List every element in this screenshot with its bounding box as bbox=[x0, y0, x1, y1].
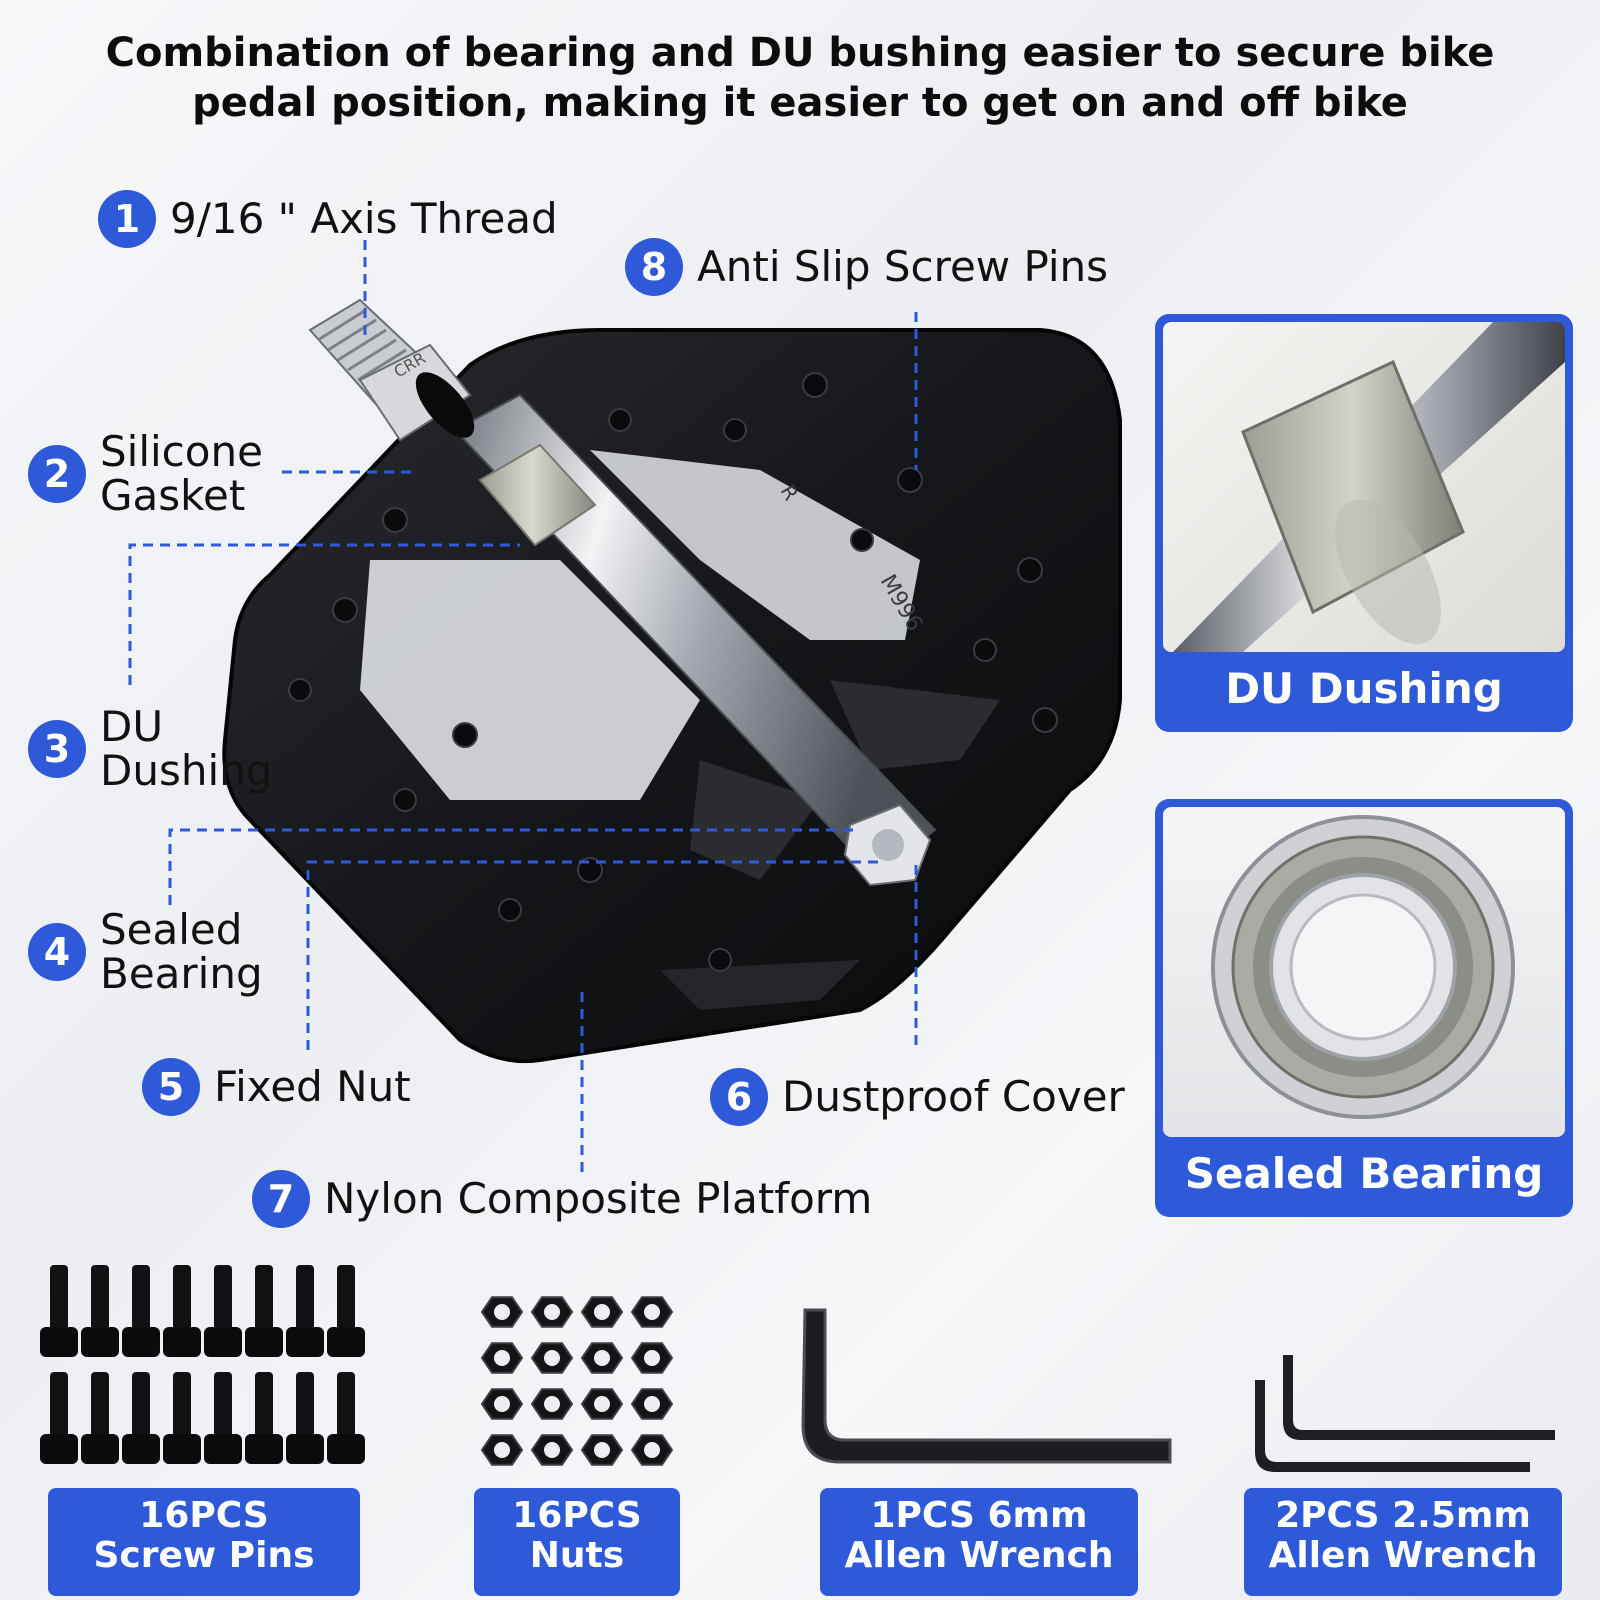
hex-nut bbox=[480, 1388, 524, 1420]
hex-nut bbox=[480, 1296, 524, 1328]
hex-nut bbox=[630, 1296, 674, 1328]
callout-4-label-line-2: Bearing bbox=[100, 949, 263, 998]
sealed-bearing-caption: Sealed Bearing bbox=[1184, 1149, 1544, 1198]
hex-nut bbox=[480, 1434, 524, 1466]
kit-2-5mm-wrench-count: 2PCS 2.5mm bbox=[1275, 1495, 1531, 1536]
kit-nuts-count: 16PCS bbox=[512, 1495, 642, 1536]
screw-pin bbox=[81, 1265, 119, 1357]
callout-6: 6 Dustproof Cover bbox=[710, 1068, 1125, 1126]
hex-nut bbox=[630, 1434, 674, 1466]
hex-nut bbox=[580, 1388, 624, 1420]
screw-pin bbox=[286, 1372, 324, 1464]
screw-pin bbox=[163, 1372, 201, 1464]
sealed-bearing-panel: Sealed Bearing bbox=[1155, 799, 1573, 1217]
sealed-bearing-image bbox=[1163, 807, 1565, 1137]
kit-6mm-wrench-name: Allen Wrench bbox=[844, 1535, 1114, 1576]
allen-wrench-6mm-icon bbox=[801, 1308, 1172, 1464]
screw-pin bbox=[204, 1265, 242, 1357]
kit-label-2-5mm-wrench: 2PCS 2.5mm Allen Wrench bbox=[1244, 1488, 1562, 1596]
callout-4: 4 Sealed Bearing bbox=[28, 908, 263, 996]
screw-pin bbox=[122, 1265, 160, 1357]
screw-pin bbox=[245, 1372, 283, 1464]
badge-6: 6 bbox=[710, 1068, 768, 1126]
hex-nut bbox=[580, 1342, 624, 1374]
screw-pin bbox=[122, 1372, 160, 1464]
hex-nut bbox=[580, 1434, 624, 1466]
callout-3: 3 DU Dushing bbox=[28, 705, 272, 793]
allen-wrench-2-5mm-icon bbox=[1255, 1355, 1555, 1472]
hex-nut bbox=[580, 1296, 624, 1328]
callout-3-label-line-2: Dushing bbox=[100, 746, 273, 795]
kit-2-5mm-wrench-name: Allen Wrench bbox=[1268, 1535, 1538, 1576]
du-bushing-image bbox=[1163, 322, 1565, 652]
badge-2: 2 bbox=[28, 445, 86, 503]
du-bushing-closeup bbox=[1173, 322, 1565, 652]
callout-4-label-line-1: Sealed bbox=[100, 905, 243, 954]
screw-pin bbox=[286, 1265, 324, 1357]
hex-nut bbox=[530, 1296, 574, 1328]
kit-screw-pins-name: Screw Pins bbox=[93, 1535, 315, 1576]
nuts-icon bbox=[480, 1296, 674, 1466]
hex-nut bbox=[530, 1342, 574, 1374]
sealed-bearing-closeup bbox=[1211, 815, 1515, 1119]
screw-pin bbox=[163, 1265, 201, 1357]
headline-line-1: Combination of bearing and DU bushing ea… bbox=[105, 30, 1495, 76]
badge-1: 1 bbox=[98, 190, 156, 248]
callout-2: 2 Silicone Gasket bbox=[28, 430, 263, 518]
callout-5: 5 Fixed Nut bbox=[142, 1058, 411, 1116]
screw-pin bbox=[40, 1372, 78, 1464]
hex-nut bbox=[480, 1342, 524, 1374]
badge-4: 4 bbox=[28, 923, 86, 981]
anti-slip-pins bbox=[288, 372, 1058, 972]
kit-6mm-wrench-count: 1PCS 6mm bbox=[870, 1495, 1088, 1536]
callout-1-label: 9/16 " Axis Thread bbox=[170, 194, 558, 243]
screw-pin bbox=[327, 1265, 365, 1357]
kit-label-6mm-wrench: 1PCS 6mm Allen Wrench bbox=[820, 1488, 1138, 1596]
hex-nut bbox=[630, 1342, 674, 1374]
kit-screw-pins-count: 16PCS bbox=[139, 1495, 269, 1536]
callout-6-label: Dustproof Cover bbox=[782, 1072, 1125, 1121]
du-bushing bbox=[478, 443, 597, 547]
du-bushing-panel: DU Dushing bbox=[1155, 314, 1573, 732]
axle: CRR bbox=[308, 298, 937, 887]
screw-pin bbox=[40, 1265, 78, 1357]
silicone-gasket bbox=[415, 372, 475, 438]
callout-2-label-line-1: Silicone bbox=[100, 427, 263, 476]
kit-nuts-name: Nuts bbox=[529, 1535, 625, 1576]
headline: Combination of bearing and DU bushing ea… bbox=[0, 28, 1600, 128]
du-bushing-caption: DU Dushing bbox=[1225, 664, 1503, 713]
screw-pin bbox=[81, 1372, 119, 1464]
screw-pin bbox=[327, 1372, 365, 1464]
hex-nut bbox=[530, 1434, 574, 1466]
callout-7-label: Nylon Composite Platform bbox=[324, 1174, 873, 1223]
screw-pin bbox=[245, 1265, 283, 1357]
badge-5: 5 bbox=[142, 1058, 200, 1116]
callout-8: 8 Anti Slip Screw Pins bbox=[625, 238, 1108, 296]
badge-3: 3 bbox=[28, 720, 86, 778]
badge-8: 8 bbox=[625, 238, 683, 296]
callout-2-label-line-2: Gasket bbox=[100, 471, 246, 520]
badge-7: 7 bbox=[252, 1170, 310, 1228]
callout-3-label-line-1: DU bbox=[100, 702, 164, 751]
callout-8-label: Anti Slip Screw Pins bbox=[697, 242, 1109, 291]
nylon-platform bbox=[222, 328, 1122, 1064]
callout-7: 7 Nylon Composite Platform bbox=[252, 1170, 872, 1228]
callout-1: 1 9/16 " Axis Thread bbox=[98, 190, 558, 248]
kit-label-screw-pins: 16PCS Screw Pins bbox=[48, 1488, 360, 1596]
screw-pin bbox=[204, 1372, 242, 1464]
hex-nut bbox=[530, 1388, 574, 1420]
kit-label-nuts: 16PCS Nuts bbox=[474, 1488, 680, 1596]
callout-5-label: Fixed Nut bbox=[214, 1062, 411, 1111]
hex-nut bbox=[630, 1388, 674, 1420]
screw-pins-icon bbox=[40, 1265, 365, 1464]
headline-line-2: pedal position, making it easier to get … bbox=[192, 80, 1408, 126]
